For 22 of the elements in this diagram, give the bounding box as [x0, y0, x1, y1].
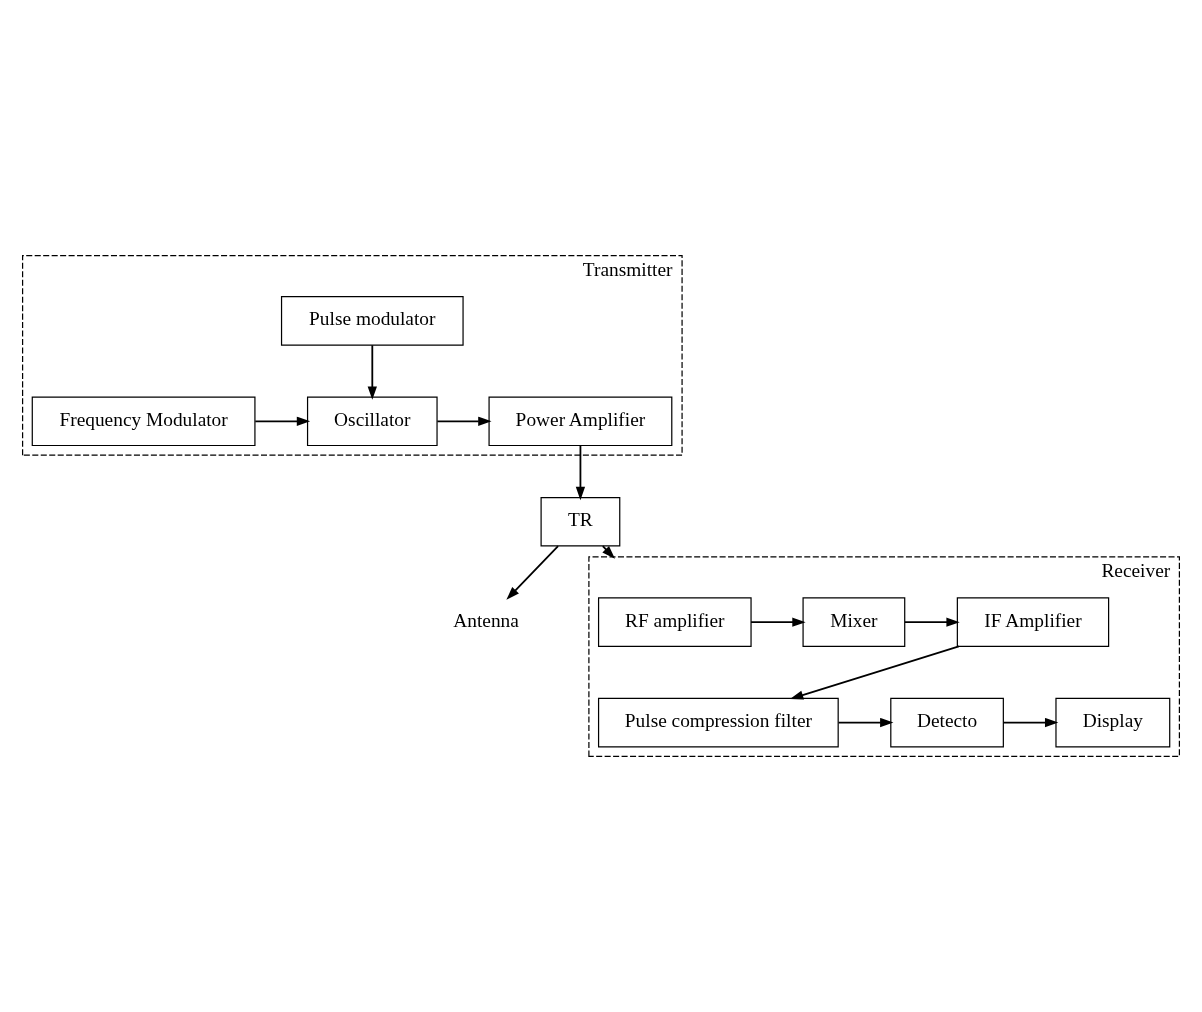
arrow	[506, 545, 559, 600]
node-box: Display	[1055, 697, 1171, 748]
node-box: IF Amplifier	[956, 597, 1110, 647]
arrow	[254, 416, 311, 426]
node-box: Mixer	[802, 597, 906, 647]
arrow	[837, 717, 894, 728]
node-box: RF amplifier	[597, 597, 752, 647]
arrow	[1002, 717, 1059, 728]
node-box: TR	[540, 496, 621, 547]
node-box: Oscillator	[306, 396, 438, 447]
node-box: Frequency Modulator	[31, 396, 256, 447]
arrow	[575, 444, 586, 501]
arrow	[436, 416, 492, 426]
node-text: Antenna	[453, 609, 519, 631]
arrow	[367, 344, 377, 400]
node-box: Power Amplifier	[488, 396, 673, 447]
node-box: Pulse modulator	[280, 296, 464, 346]
arrow	[750, 617, 806, 627]
arrow	[904, 617, 960, 627]
node-box: Pulse compression filter	[597, 697, 839, 748]
node-box: Detecto	[890, 697, 1004, 748]
arrow	[789, 645, 960, 700]
